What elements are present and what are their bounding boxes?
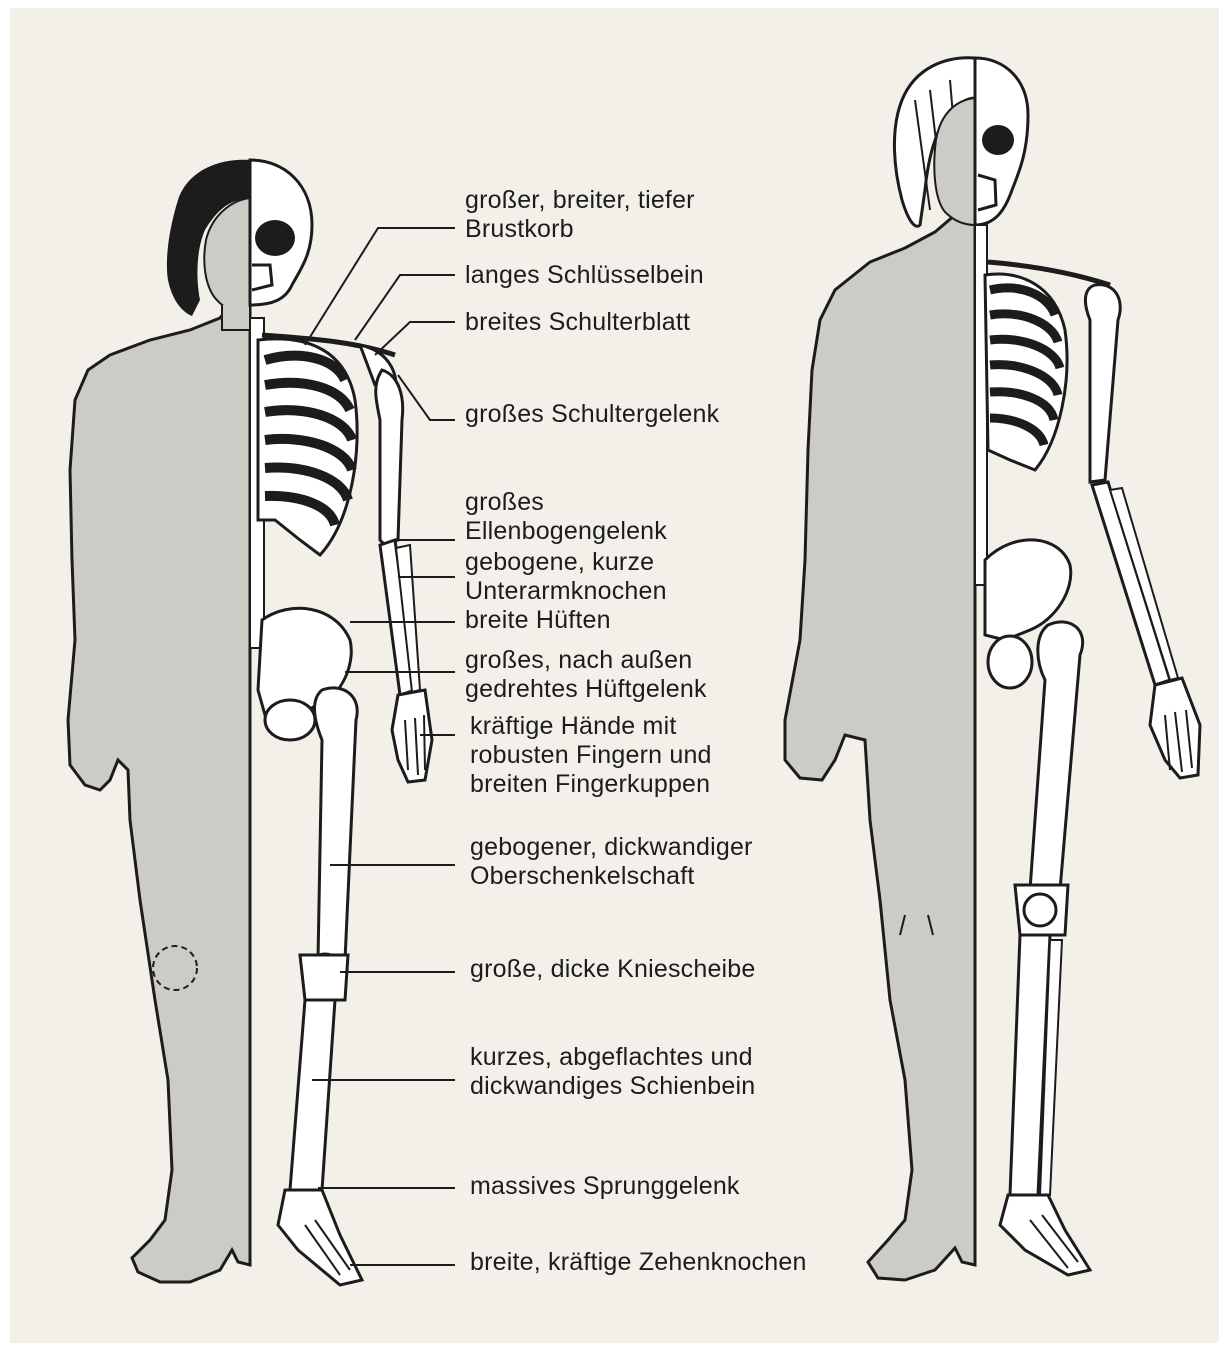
label-schulterblatt-line-1: breites Schulterblatt (465, 308, 690, 337)
neanderthal-eye-socket (255, 220, 295, 256)
modern-human-ribcage (985, 274, 1067, 470)
label-ellenbogengelenk-line-2: Ellenbogengelenk (465, 517, 667, 546)
label-sprunggelenk-line-1: massives Sprunggelenk (470, 1172, 740, 1201)
label-hueften: breite Hüften (465, 606, 611, 635)
modern-human-foot (1000, 1195, 1090, 1275)
modern-human-kneecap (1024, 894, 1056, 926)
label-zehenknochen-line-1: breite, kräftige Zehenknochen (470, 1248, 807, 1277)
label-schultergelenk-line-1: großes Schultergelenk (465, 400, 719, 429)
label-ellenbogengelenk: großes Ellenbogengelenk (465, 488, 667, 546)
label-schienbein-line-2: dickwandiges Schienbein (470, 1072, 755, 1101)
neanderthal-foot (278, 1190, 362, 1285)
neanderthal-body-half (68, 300, 250, 1282)
label-schienbein-line-1: kurzes, abgeflachtes und (470, 1043, 755, 1072)
label-haende: kräftige Hände mit robusten Fingern und … (470, 712, 712, 799)
label-hueftgelenk-line-2: gedrehtes Hüftgelenk (465, 675, 707, 704)
neanderthal-neck (222, 305, 250, 330)
modern-human-hand (1150, 678, 1200, 778)
label-hueften-line-1: breite Hüften (465, 606, 611, 635)
modern-human-body-half (785, 210, 975, 1280)
neanderthal-tibia (290, 1000, 335, 1190)
label-unterarmknochen-line-2: Unterarmknochen (465, 577, 667, 606)
label-brustkorb: großer, breiter, tiefer Brustkorb (465, 186, 695, 244)
label-brustkorb-line-1: großer, breiter, tiefer (465, 186, 695, 215)
label-brustkorb-line-2: Brustkorb (465, 215, 695, 244)
modern-human-femur (1030, 622, 1083, 890)
label-oberschenkelschaft-line-2: Oberschenkelschaft (470, 862, 753, 891)
label-zehenknochen: breite, kräftige Zehenknochen (470, 1248, 807, 1277)
modern-human-humerus (1085, 285, 1120, 482)
label-hueftgelenk: großes, nach außen gedrehtes Hüftgelenk (465, 646, 707, 704)
label-schluesselbein: langes Schlüsselbein (465, 261, 704, 290)
label-haende-line-1: kräftige Hände mit (470, 712, 712, 741)
modern-human-figure (785, 58, 1200, 1280)
modern-human-eye-socket (982, 125, 1014, 155)
label-schultergelenk: großes Schultergelenk (465, 400, 719, 429)
label-schienbein: kurzes, abgeflachtes und dickwandiges Sc… (470, 1043, 755, 1101)
label-kniescheibe: große, dicke Kniescheibe (470, 955, 756, 984)
label-schluesselbein-line-1: langes Schlüsselbein (465, 261, 704, 290)
label-oberschenkelschaft-line-1: gebogener, dickwandiger (470, 833, 753, 862)
modern-human-forearm (1092, 482, 1170, 685)
label-oberschenkelschaft: gebogener, dickwandiger Oberschenkelscha… (470, 833, 753, 891)
label-hueftgelenk-line-1: großes, nach außen (465, 646, 707, 675)
label-sprunggelenk: massives Sprunggelenk (470, 1172, 740, 1201)
label-unterarmknochen: gebogene, kurze Unterarmknochen (465, 548, 667, 606)
label-unterarmknochen-line-1: gebogene, kurze (465, 548, 667, 577)
neanderthal-ribcage (258, 339, 357, 555)
label-schulterblatt: breites Schulterblatt (465, 308, 690, 337)
label-haende-line-3: breiten Fingerkuppen (470, 770, 712, 799)
neanderthal-femur (314, 688, 357, 960)
neanderthal-figure (68, 160, 432, 1285)
label-haende-line-2: robusten Fingern und (470, 741, 712, 770)
label-kniescheibe-line-1: große, dicke Kniescheibe (470, 955, 756, 984)
label-ellenbogengelenk-line-1: großes (465, 488, 667, 517)
neanderthal-humerus (376, 370, 403, 545)
